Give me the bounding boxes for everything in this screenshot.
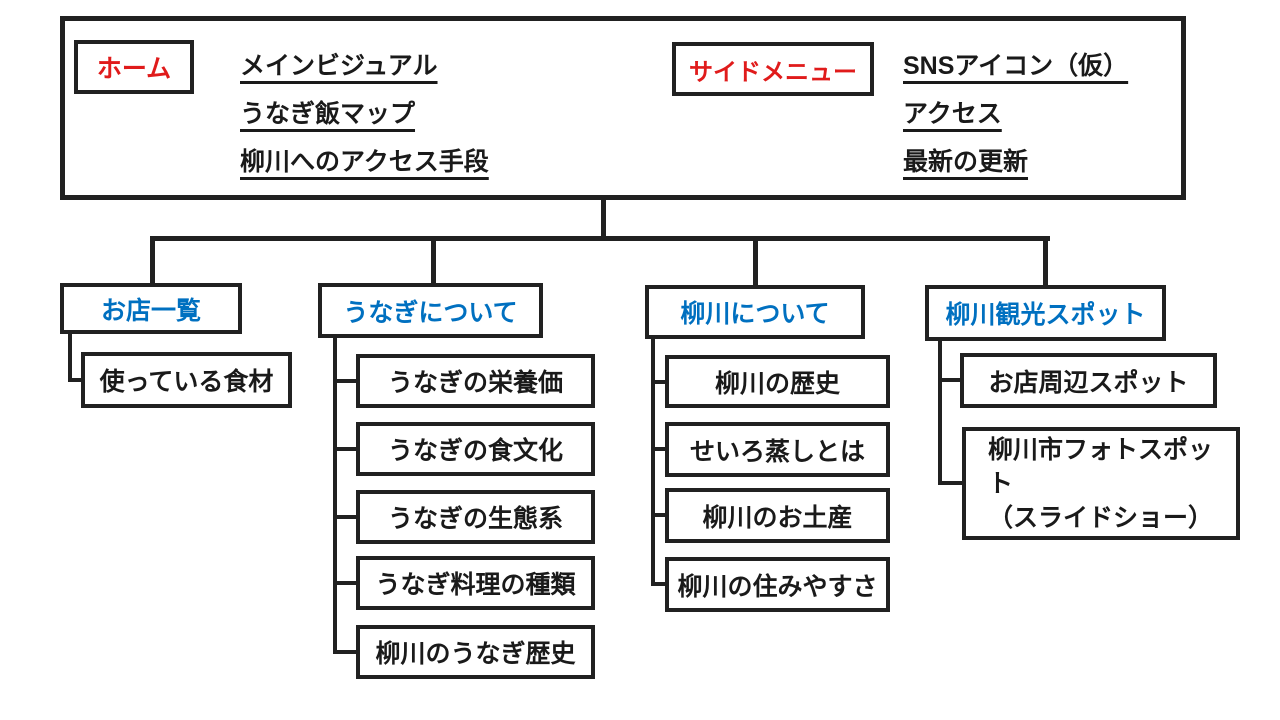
child-box-yanagawa-history: 柳川の歴史 [665, 355, 890, 408]
connector-branch2-stub4 [333, 581, 356, 585]
child-box-unagi-ecology: うなぎの生態系 [356, 490, 595, 544]
branch-box-shop-list: お店一覧 [60, 283, 242, 334]
menu-item-main-visual: メインビジュアル [240, 52, 438, 80]
connector-branch4-stub1 [938, 378, 960, 382]
connector-branch4-vertical [938, 340, 942, 485]
child-box-unagi-food-culture: うなぎの食文化 [356, 422, 595, 476]
connector-branch2-stub2 [333, 447, 356, 451]
child-label: うなぎの栄養価 [387, 369, 563, 397]
connector-branch2-stub5 [333, 650, 356, 654]
home-page-label: ホーム [96, 55, 172, 83]
header-frame [60, 16, 1186, 200]
branch-label: 柳川について [680, 300, 830, 328]
connector-branch1-stub1 [68, 378, 82, 382]
home-menu-list: メインビジュアル うなぎ飯マップ 柳川へのアクセス手段 [240, 42, 489, 186]
child-box-ingredients: 使っている食材 [81, 352, 292, 408]
child-label: うなぎの生態系 [387, 505, 563, 533]
child-label: 柳川のお土産 [702, 503, 853, 532]
child-label: うなぎの食文化 [387, 437, 563, 465]
child-box-unagi-nutrition: うなぎの栄養価 [356, 354, 595, 408]
child-label: 柳川の住みやすさ [677, 572, 878, 601]
connector-branch2-vertical [333, 337, 337, 654]
child-label: 柳川の歴史 [714, 369, 840, 398]
menu-item-unagi-map: うなぎ飯マップ [240, 100, 416, 128]
child-label: うなぎ料理の種類 [375, 571, 576, 599]
child-box-yanagawa-souvenirs: 柳川のお土産 [665, 488, 890, 543]
child-box-nearby-spots: お店周辺スポット [960, 353, 1217, 408]
branch-label: 柳川観光スポット [945, 301, 1146, 329]
child-box-photo-spots-slideshow: 柳川市フォトスポット （スライドショー） [962, 427, 1240, 540]
branch-box-about-yanagawa: 柳川について [645, 285, 865, 339]
connector-branch3-vertical [651, 338, 655, 586]
connector-branch2-stub3 [333, 515, 356, 519]
child-label: 柳川のうなぎ歴史 [375, 640, 576, 668]
connector-drop-1 [150, 236, 155, 286]
child-label: お店周辺スポット [988, 368, 1189, 397]
branch-box-about-unagi: うなぎについて [318, 283, 543, 338]
connector-drop-4 [1043, 236, 1048, 288]
connector-branch3-stub4 [651, 582, 665, 586]
child-box-yanagawa-unagi-history: 柳川のうなぎ歴史 [356, 625, 595, 679]
child-box-yanagawa-livability: 柳川の住みやすさ [665, 557, 890, 612]
connector-branch3-stub2 [651, 447, 665, 451]
child-label: 柳川市フォトスポット （スライドショー） [988, 435, 1214, 532]
child-box-unagi-dish-types: うなぎ料理の種類 [356, 556, 595, 610]
connector-drop-2 [431, 236, 436, 286]
connector-branch1-vertical [68, 333, 72, 382]
connector-branch4-stub2 [938, 481, 962, 485]
connector-drop-3 [753, 236, 758, 288]
menu-item-access-to-yanagawa: 柳川へのアクセス手段 [240, 148, 489, 176]
child-box-seiro-mushi: せいろ蒸しとは [665, 422, 890, 477]
connector-top-horizontal [150, 236, 1050, 241]
connector-branch2-stub1 [333, 379, 356, 383]
connector-branch3-stub3 [651, 513, 665, 517]
connector-branch3-stub1 [651, 380, 665, 384]
branch-label: うなぎについて [343, 298, 518, 327]
side-menu-box: サイドメニュー [672, 42, 874, 96]
branch-box-sightseeing-spots: 柳川観光スポット [925, 285, 1166, 341]
branch-label: お店一覧 [100, 296, 201, 325]
child-label: せいろ蒸しとは [689, 437, 865, 466]
connector-stem [601, 198, 606, 240]
side-menu-list: SNSアイコン（仮） アクセス 最新の更新 [903, 42, 1128, 186]
menu-item-access: アクセス [903, 100, 1002, 128]
side-menu-label: サイドメニュー [689, 58, 857, 86]
menu-item-sns-icon: SNSアイコン（仮） [903, 52, 1129, 80]
child-label: 使っている食材 [99, 368, 274, 396]
menu-item-latest-update: 最新の更新 [903, 148, 1029, 176]
home-page-box: ホーム [74, 40, 194, 94]
